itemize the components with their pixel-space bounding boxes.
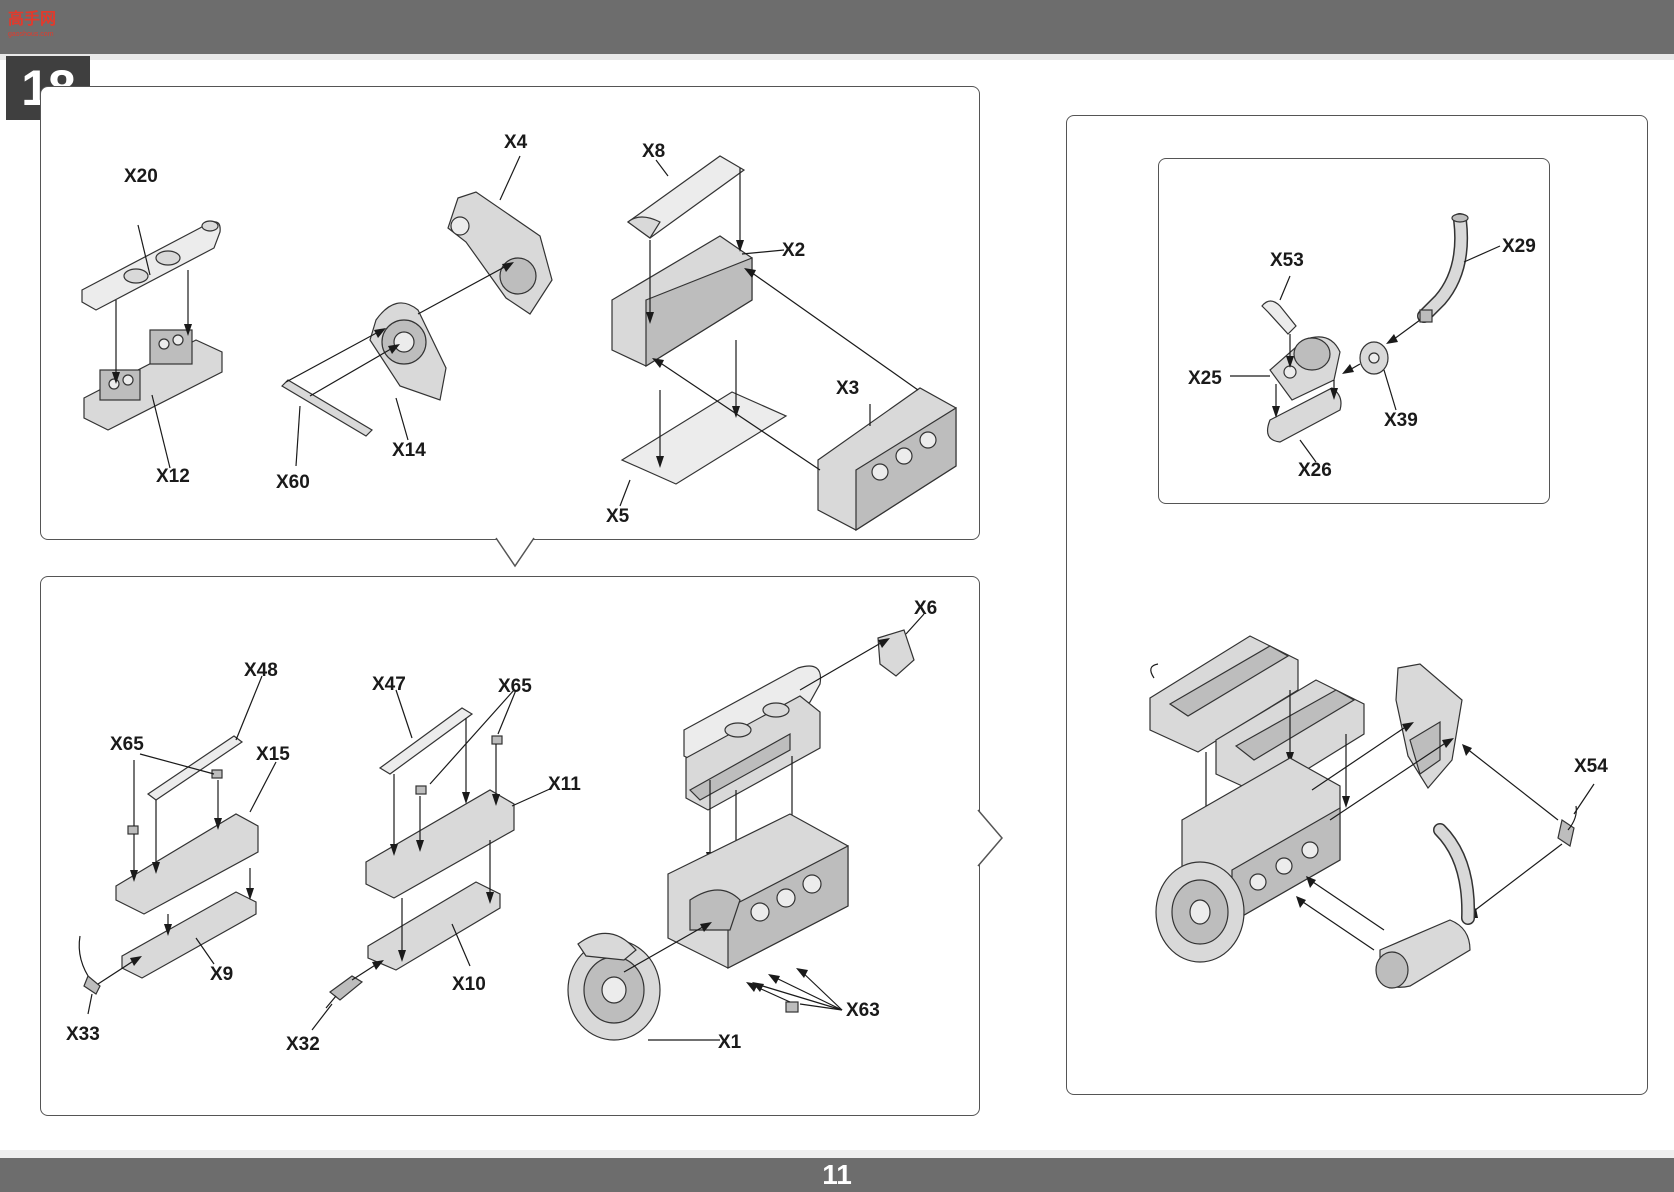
- part-x26: [1267, 387, 1342, 443]
- part-x2: [611, 235, 753, 368]
- part-x29: [1417, 213, 1469, 323]
- page-number: 11: [822, 1159, 852, 1190]
- part-x32: [325, 975, 364, 1009]
- part-x47: [378, 707, 474, 775]
- logo-subtext: gaoshous.com: [8, 31, 54, 38]
- part-x20: [81, 220, 221, 311]
- label-x60: X60: [276, 472, 310, 493]
- part-pump-assembly: [1375, 823, 1476, 989]
- label-x14: X14: [392, 440, 426, 461]
- label-x2: X2: [782, 240, 806, 261]
- part-flywheel-main: [1155, 861, 1245, 963]
- label-x10: X10: [452, 974, 486, 995]
- part-x65-a: [127, 825, 139, 835]
- label-x29: X29: [1502, 236, 1536, 257]
- part-x63: [785, 1001, 799, 1013]
- label-x65-right: X65: [498, 676, 532, 697]
- label-x5: X5: [606, 506, 630, 527]
- part-x54: [1557, 805, 1577, 847]
- part-x48: [146, 735, 244, 801]
- label-x39: X39: [1384, 410, 1418, 431]
- panel-right-inset: [1158, 158, 1550, 504]
- footer-strip: [0, 1150, 1674, 1158]
- part-x5: [620, 391, 788, 485]
- bottom-footer-bar: [0, 1158, 1674, 1192]
- header-strip: [0, 54, 1674, 60]
- label-x8: X8: [642, 141, 666, 162]
- part-x15: [115, 813, 259, 915]
- label-x33: X33: [66, 1024, 100, 1045]
- label-x9: X9: [210, 964, 234, 985]
- label-x63: X63: [846, 1000, 880, 1021]
- logo-text: 高手网: [8, 9, 56, 28]
- label-x4: X4: [504, 132, 528, 153]
- label-x3: X3: [836, 378, 860, 399]
- label-x25: X25: [1188, 368, 1222, 389]
- label-x15: X15: [256, 744, 290, 765]
- label-x11: X11: [548, 774, 581, 795]
- label-x12: X12: [156, 466, 190, 487]
- part-cover-assembly: [683, 665, 822, 811]
- part-x39: [1359, 341, 1389, 375]
- label-x47: X47: [372, 674, 406, 695]
- label-x48: X48: [244, 660, 278, 681]
- part-x3: [817, 387, 957, 532]
- part-x14: [369, 302, 447, 401]
- part-x11: [365, 789, 515, 899]
- label-x53: X53: [1270, 250, 1304, 271]
- top-header-bar: [0, 0, 1674, 54]
- label-x32: X32: [286, 1034, 320, 1055]
- part-x10: [367, 881, 501, 971]
- part-x33: [78, 935, 101, 995]
- part-x65-d: [491, 735, 503, 745]
- part-x25: [1269, 336, 1341, 401]
- label-x65-left: X65: [110, 734, 144, 755]
- label-x54: X54: [1574, 756, 1608, 777]
- part-cylinder-head-a: [1149, 635, 1299, 753]
- label-x26: X26: [1298, 460, 1332, 481]
- part-timing-cover: [1395, 663, 1463, 790]
- part-x8: [626, 155, 746, 239]
- label-x1: X1: [718, 1032, 742, 1053]
- site-logo: 高手网 gaoshous.com: [8, 9, 56, 38]
- label-x6: X6: [914, 598, 938, 619]
- part-x65-c: [415, 785, 427, 795]
- label-x20: X20: [124, 166, 158, 187]
- part-x53: [1261, 300, 1297, 335]
- part-x12: [83, 329, 223, 431]
- part-engine-block: [667, 813, 849, 969]
